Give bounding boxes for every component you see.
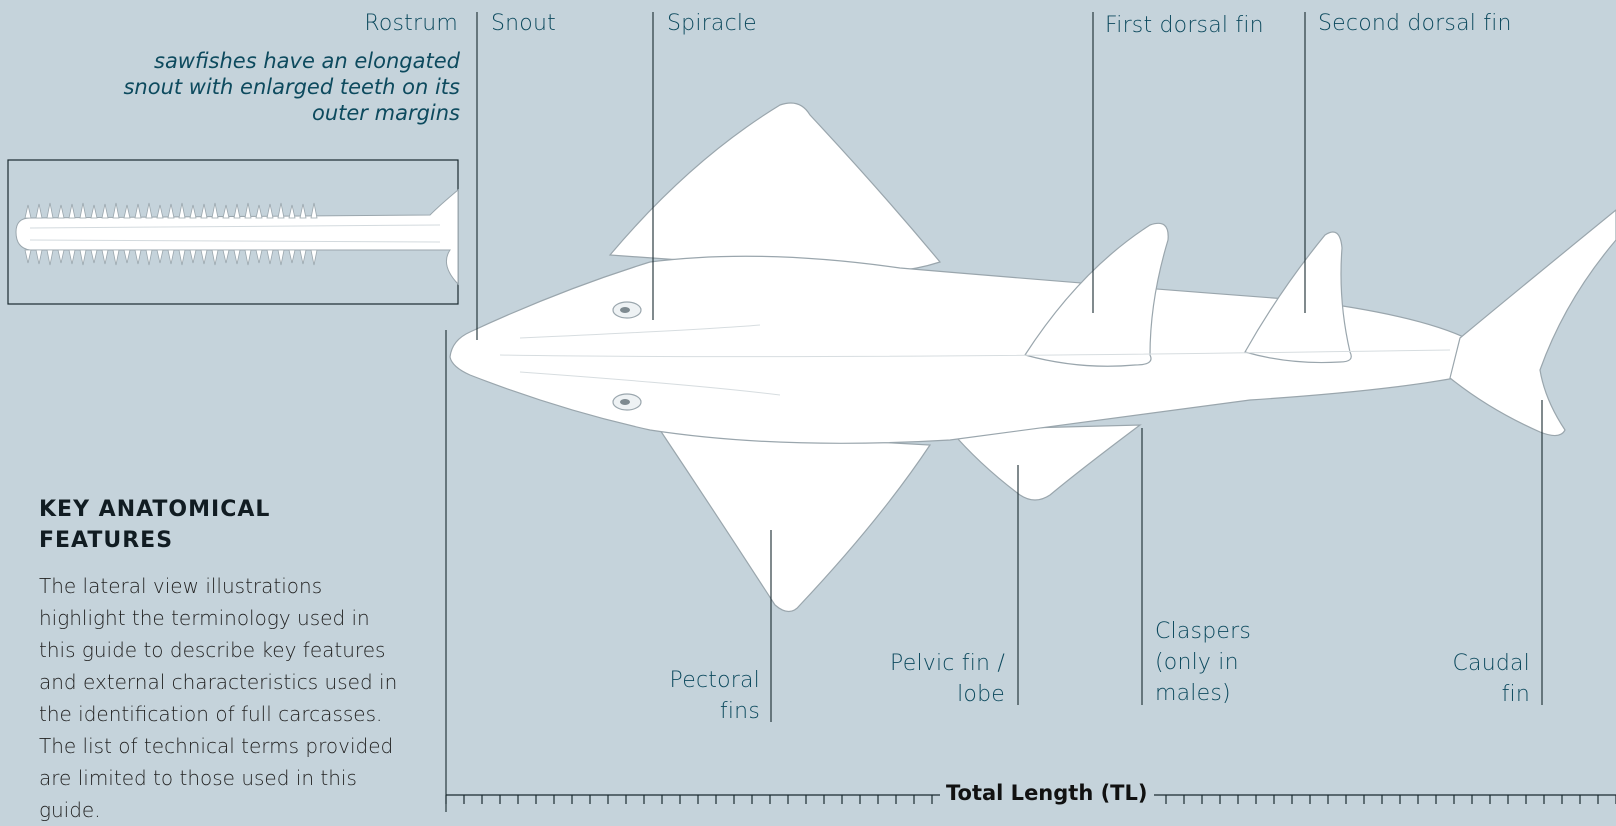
shark-illustration: [450, 103, 1616, 612]
rostrum-label: Rostrum: [340, 8, 458, 39]
first-dorsal-fin-label: First dorsal fin: [1105, 10, 1264, 41]
rostrum-inset: [8, 160, 458, 304]
pelvic-fin-label: Pelvic fin / lobe: [880, 648, 1005, 710]
key-features-title: KEY ANATOMICAL FEATURES: [39, 494, 369, 556]
key-features-body: The lateral view illustrations highlight…: [39, 570, 409, 826]
snout-label: Snout: [491, 8, 556, 39]
claspers-label: Claspers (only in males): [1155, 616, 1265, 709]
second-dorsal-fin-label: Second dorsal fin: [1318, 8, 1512, 39]
caudal-fin-label: Caudal fin: [1440, 648, 1530, 710]
spiracle-label: Spiracle: [667, 8, 757, 39]
total-length-label: Total Length (TL): [940, 780, 1154, 806]
rostrum-annotation: sawfishes have an elongated snout with e…: [90, 48, 460, 126]
pectoral-fins-label: Pectoral fins: [660, 665, 760, 727]
